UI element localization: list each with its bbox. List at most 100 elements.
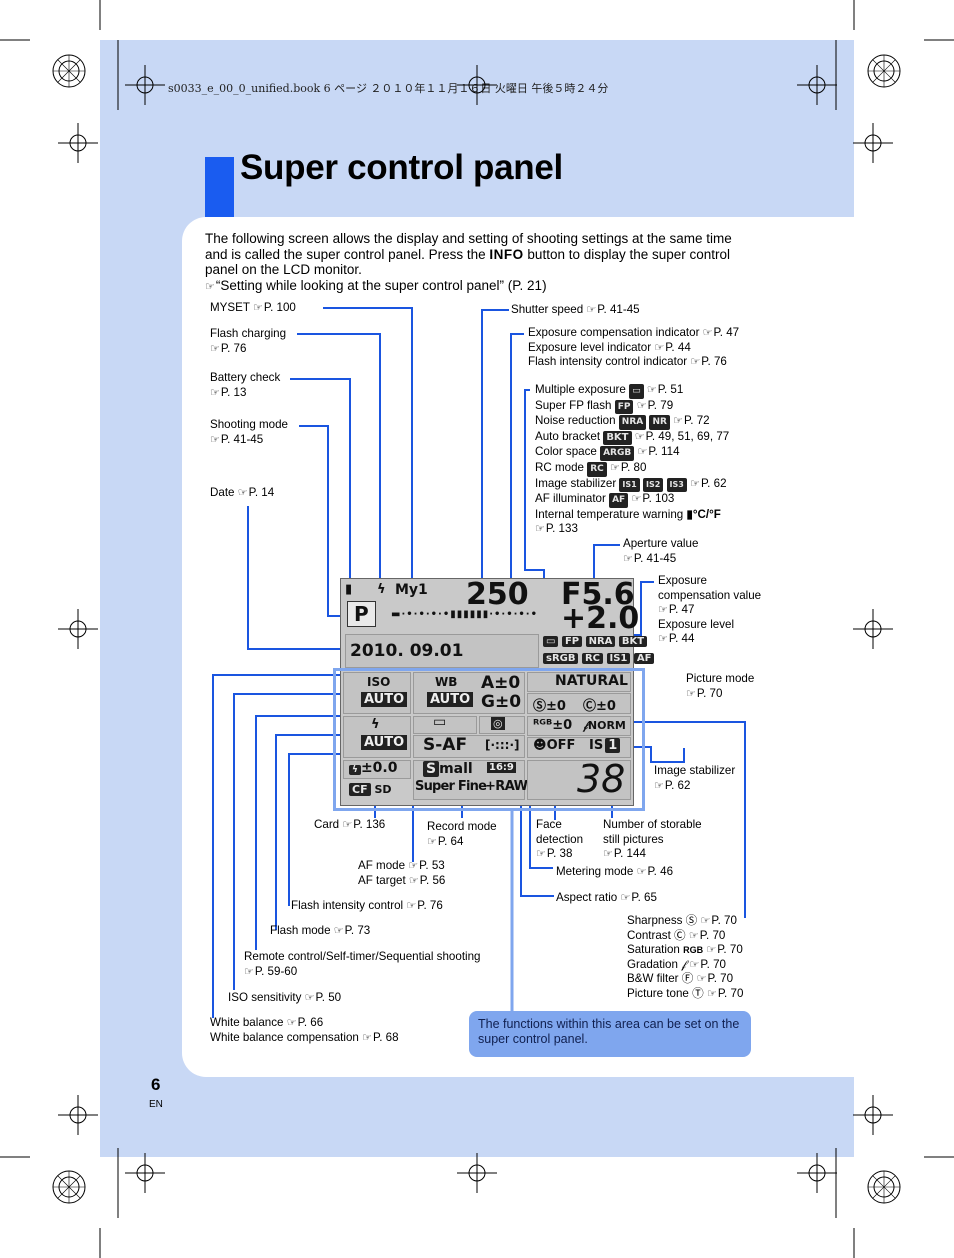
af-mode-cell[interactable] xyxy=(413,735,525,758)
reference-icon xyxy=(637,399,648,412)
srgb-badge: sRGB xyxy=(543,653,579,664)
saturation-cell[interactable] xyxy=(527,716,631,736)
label-text: RC mode xyxy=(535,460,588,474)
myset-indicator: My1 xyxy=(395,582,428,598)
label-text: Exposure level indicator xyxy=(528,340,655,354)
label-ref: P. 114 xyxy=(648,445,680,459)
label-text: Exposure compensation indicator xyxy=(528,326,703,339)
reference-icon xyxy=(635,430,646,443)
label-text: Date xyxy=(210,486,238,499)
battery-icon: ▮ xyxy=(345,582,353,597)
label-picture-settings: Sharpness Ⓢ P. 70 Contrast Ⓒ P. 70 Satur… xyxy=(627,914,743,1002)
reference-icon xyxy=(697,972,708,985)
label-ref: P. 70 xyxy=(717,986,744,1000)
label-ref: P. 59-60 xyxy=(254,964,298,978)
reference-icon xyxy=(535,522,546,535)
intro-line-3: panel on the LCD monitor. xyxy=(205,262,362,277)
label-text: B&W filter xyxy=(627,972,682,986)
label-ref: P. 56 xyxy=(419,873,446,887)
label-ref: P. 62 xyxy=(700,476,727,490)
reference-icon xyxy=(409,874,420,887)
label-ref: P. 41-45 xyxy=(597,303,640,316)
flash-comp-icon: ϟ xyxy=(349,765,361,775)
gradation-text: NORM xyxy=(587,719,626,732)
label-ref: P. 51 xyxy=(657,383,684,396)
drive-cell[interactable] xyxy=(413,716,477,734)
label-ref: P. 80 xyxy=(620,460,647,474)
label-ref: P. 72 xyxy=(684,414,710,428)
label-text: Card xyxy=(314,818,343,831)
wb-label: WB xyxy=(435,675,458,689)
sd-text: SD xyxy=(374,783,392,796)
storable-count: 38 xyxy=(577,757,626,801)
fp-icon: FP xyxy=(614,399,634,415)
af-badge: AF xyxy=(633,653,655,664)
label-text: Number of storable xyxy=(603,818,702,831)
page-title: Super control panel xyxy=(240,148,563,187)
face-is-cell[interactable] xyxy=(527,737,631,758)
label-text: Image stabilizer xyxy=(654,764,736,777)
count-cell xyxy=(527,760,631,800)
label-white-balance: White balance P. 66 White balance compen… xyxy=(210,1016,399,1045)
label-text: Flash intensity control xyxy=(291,899,407,912)
face-detection-value: ☻OFF xyxy=(533,738,576,753)
label-text: MYSET xyxy=(210,301,253,314)
iso-value: AUTO xyxy=(361,692,408,707)
label-text: Color space xyxy=(535,445,601,459)
reference-icon xyxy=(334,924,345,937)
label-ref: P. 70 xyxy=(699,928,726,942)
settable-area-frame xyxy=(333,668,645,811)
page-language: EN xyxy=(149,1099,163,1110)
bw-filter-icon: Ⓕ xyxy=(681,972,694,986)
reference-icon xyxy=(623,552,634,565)
label-text: Contrast xyxy=(627,928,675,942)
label-shutter-speed: Shutter speed P. 41-45 xyxy=(511,303,640,318)
label-ref: P. 46 xyxy=(647,865,674,878)
label-text: Sharpness xyxy=(627,914,686,927)
shutter-speed-value: 250 xyxy=(466,577,529,612)
label-text: Record mode xyxy=(427,820,497,833)
label-ref: P. 62 xyxy=(664,778,691,792)
reference-icon xyxy=(427,835,438,848)
label-text: Aperture value xyxy=(623,537,699,550)
label-ref: P. 66 xyxy=(297,1016,324,1029)
reference-icon xyxy=(654,341,665,354)
reference-icon xyxy=(362,1031,373,1044)
reference-icon xyxy=(658,632,669,645)
card-value: CF SD xyxy=(349,783,392,796)
intro-line-2: and is called the super control panel. P… xyxy=(205,247,785,263)
reference-icon xyxy=(603,847,614,860)
label-text: Battery check xyxy=(210,371,281,384)
reference-icon xyxy=(205,278,216,293)
label-text: Exposure xyxy=(658,574,707,587)
label-ref: P. 47 xyxy=(713,326,740,339)
label-ref: P. 38 xyxy=(546,847,573,861)
reference-icon xyxy=(707,987,718,1000)
temperature-warning-icon: ▮°C/°F xyxy=(686,507,721,521)
picture-mode-cell[interactable] xyxy=(527,672,631,692)
reference-icon xyxy=(287,1016,298,1029)
label-text: Noise reduction xyxy=(535,414,619,428)
info-key: INFO xyxy=(489,246,524,262)
shooting-mode-value: P xyxy=(347,601,376,627)
label-ref: P. 49, 51, 69, 77 xyxy=(645,429,730,443)
label-text: Exposure level xyxy=(658,617,735,631)
label-text: AF target xyxy=(358,873,409,887)
bottom-blue-band xyxy=(100,1077,854,1157)
record-size-text: mall xyxy=(439,761,473,777)
flash-charge-icon: ϟ xyxy=(377,582,386,597)
contrast-num: ±0 xyxy=(596,699,616,714)
sharpness-contrast-cell[interactable] xyxy=(527,693,631,714)
nr-icon: NR xyxy=(649,415,670,430)
label-flash-mode: Flash mode P. 73 xyxy=(270,924,370,939)
exposure-level-scale: ▬·•·•·•·•▮▮▮▮▮▮·•·•·•·• xyxy=(391,609,538,620)
label-text: AF mode xyxy=(358,859,409,872)
label-text: ISO sensitivity xyxy=(228,991,305,1004)
is2-icon: IS2 xyxy=(642,477,664,493)
label-text: Shutter speed xyxy=(511,303,587,316)
label-ref: P. 44 xyxy=(665,340,691,354)
label-ref: P. 13 xyxy=(220,385,247,399)
label-text: Face xyxy=(536,818,562,831)
